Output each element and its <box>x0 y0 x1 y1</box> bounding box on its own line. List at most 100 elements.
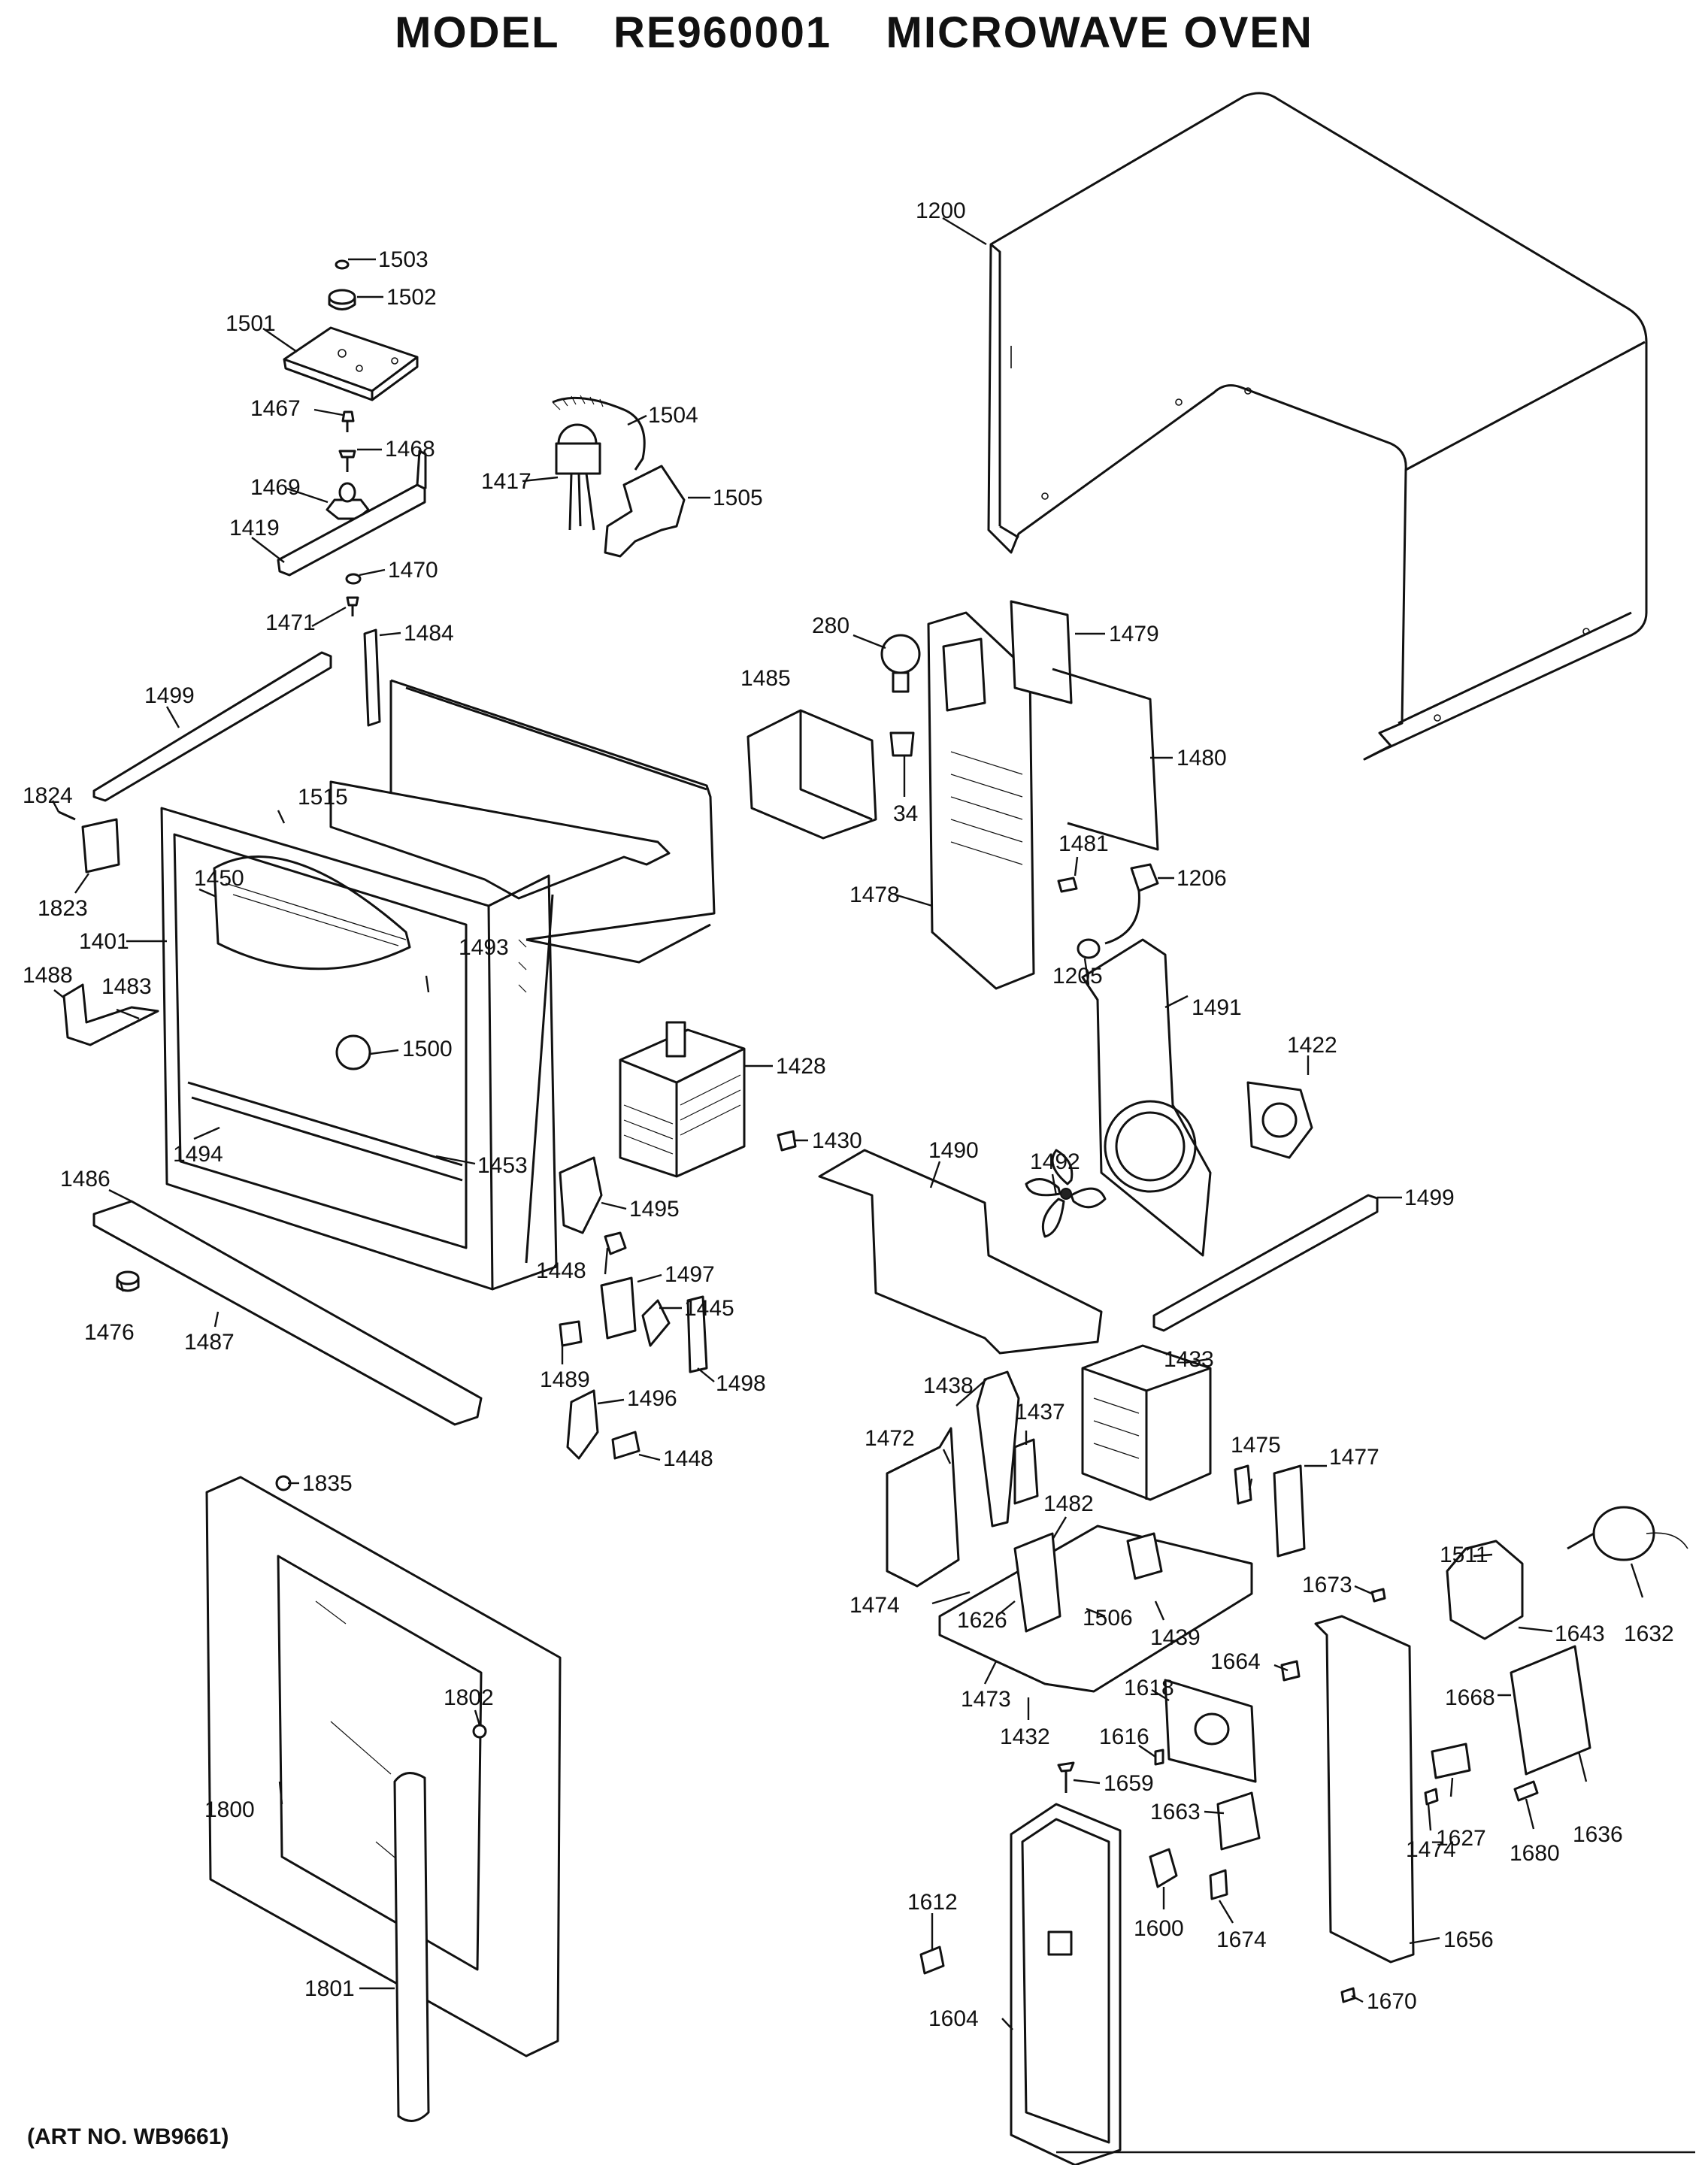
label-1618: 1618 <box>1124 1676 1174 1700</box>
latch-1495-drawing <box>559 1156 603 1234</box>
label-1506: 1506 <box>1083 1606 1133 1631</box>
part-1680-drawing <box>1513 1780 1539 1802</box>
label-1643: 1643 <box>1555 1621 1605 1646</box>
label-1488: 1488 <box>23 963 73 988</box>
fan-blade-drawing <box>1025 1149 1107 1238</box>
label-1486: 1486 <box>60 1167 111 1192</box>
fan-housing-drawing <box>1081 938 1212 1257</box>
leader-lines <box>51 216 1644 2030</box>
label-1612: 1612 <box>907 1890 958 1915</box>
label-1680: 1680 <box>1510 1841 1560 1866</box>
label-1437: 1437 <box>1015 1400 1065 1425</box>
label-1476: 1476 <box>84 1320 135 1345</box>
terminal-block-drawing <box>1273 1464 1306 1558</box>
switch-1497-drawing <box>600 1276 637 1340</box>
label-1664: 1664 <box>1210 1649 1261 1674</box>
thermal-cutout-drawing <box>1104 863 1159 945</box>
motor-1632-drawing <box>1567 1506 1688 1561</box>
label-1468: 1468 <box>385 437 435 462</box>
label-1501: 1501 <box>226 311 276 336</box>
switch-1448b-drawing <box>611 1431 640 1460</box>
label-1493: 1493 <box>459 935 509 960</box>
label-1473: 1473 <box>961 1687 1011 1712</box>
label-1479: 1479 <box>1109 622 1159 646</box>
label-1481: 1481 <box>1058 831 1109 856</box>
label-1632: 1632 <box>1624 1621 1674 1646</box>
part-1670-drawing <box>1340 1987 1356 2003</box>
label-1656: 1656 <box>1443 1927 1494 1952</box>
label-1492: 1492 <box>1030 1149 1080 1174</box>
label-1200: 1200 <box>916 198 966 223</box>
part-1475-drawing <box>1234 1464 1252 1505</box>
label-1627: 1627 <box>1436 1826 1486 1851</box>
latch-1496-drawing <box>566 1389 599 1460</box>
label-1674: 1674 <box>1216 1927 1267 1952</box>
plate-1498-drawing <box>686 1295 708 1373</box>
capacitor-1438-drawing <box>976 1370 1020 1528</box>
label-1800: 1800 <box>204 1797 255 1822</box>
label-1503: 1503 <box>378 247 429 272</box>
air-duct-drawing <box>746 709 877 840</box>
label-1511: 1511 <box>1440 1543 1488 1567</box>
label-1433: 1433 <box>1164 1347 1214 1372</box>
label-1483: 1483 <box>101 974 152 999</box>
part-1674-drawing <box>1209 1869 1228 1900</box>
label-1498: 1498 <box>716 1371 766 1396</box>
label-1500: 1500 <box>402 1037 453 1061</box>
label-1835: 1835 <box>302 1471 353 1496</box>
label-1494: 1494 <box>173 1142 223 1167</box>
label-1206: 1206 <box>1177 866 1227 891</box>
label-1626: 1626 <box>957 1608 1007 1633</box>
label-1477: 1477 <box>1329 1445 1379 1470</box>
rubber-grommet-drawing <box>328 289 356 310</box>
label-1474-upper: 1474 <box>849 1593 900 1618</box>
label-1453: 1453 <box>477 1153 528 1178</box>
magnetron-drawing <box>619 1021 746 1178</box>
control-panel-chassis-drawing <box>1314 1615 1415 1964</box>
label-1419: 1419 <box>229 516 280 540</box>
label-1496: 1496 <box>627 1386 677 1411</box>
part-1627-drawing <box>1431 1743 1471 1779</box>
label-1802: 1802 <box>444 1685 494 1710</box>
switch-1489-drawing <box>559 1320 583 1347</box>
label-1502: 1502 <box>386 285 437 310</box>
screw-1467-drawing <box>341 410 355 432</box>
label-1824: 1824 <box>23 783 73 808</box>
label-1417: 1417 <box>481 469 531 494</box>
label-1432: 1432 <box>1000 1724 1050 1749</box>
label-1801: 1801 <box>304 1976 355 2001</box>
part-1673-drawing <box>1370 1588 1386 1603</box>
label-1499-left: 1499 <box>144 683 195 708</box>
label-1636: 1636 <box>1573 1822 1623 1847</box>
label-1499-right: 1499 <box>1404 1185 1455 1210</box>
diagram-title: MODEL RE960001 MICROWAVE OVEN <box>395 8 1313 57</box>
label-1497: 1497 <box>665 1262 715 1287</box>
label-1487: 1487 <box>184 1330 235 1355</box>
label-34: 34 <box>893 801 918 826</box>
base-plate-1432-drawing <box>938 1525 1253 1693</box>
stirrer-motor-drawing <box>552 395 646 531</box>
air-guide-panel-drawing <box>927 600 1159 990</box>
label-1401: 1401 <box>79 929 129 954</box>
relay-board-drawing <box>1013 1532 1061 1633</box>
label-1600: 1600 <box>1134 1916 1184 1941</box>
screw-1471-drawing <box>346 596 359 616</box>
clip-1481-drawing <box>1057 877 1078 893</box>
part-1612-drawing <box>919 1945 945 1975</box>
control-panel-front-drawing <box>1010 1803 1122 2165</box>
left-bracket-drawing <box>62 983 159 1046</box>
label-1489: 1489 <box>540 1367 590 1392</box>
label-1482: 1482 <box>1043 1491 1094 1516</box>
part-1663-drawing <box>1216 1791 1261 1851</box>
label-1495: 1495 <box>629 1197 680 1222</box>
part-1802-drawing <box>472 1724 487 1739</box>
label-1439: 1439 <box>1150 1625 1201 1650</box>
part-labels: 1503 1502 1501 1467 1468 1469 1419 1470 … <box>23 198 1674 2031</box>
oven-cavity-drawing <box>160 679 716 1291</box>
label-1472: 1472 <box>865 1426 915 1451</box>
label-1475: 1475 <box>1231 1433 1281 1458</box>
label-280: 280 <box>812 613 849 638</box>
foot-1476-drawing <box>116 1270 140 1292</box>
timer-motor-drawing <box>1446 1540 1524 1640</box>
door-assembly-drawing <box>205 1476 562 2122</box>
